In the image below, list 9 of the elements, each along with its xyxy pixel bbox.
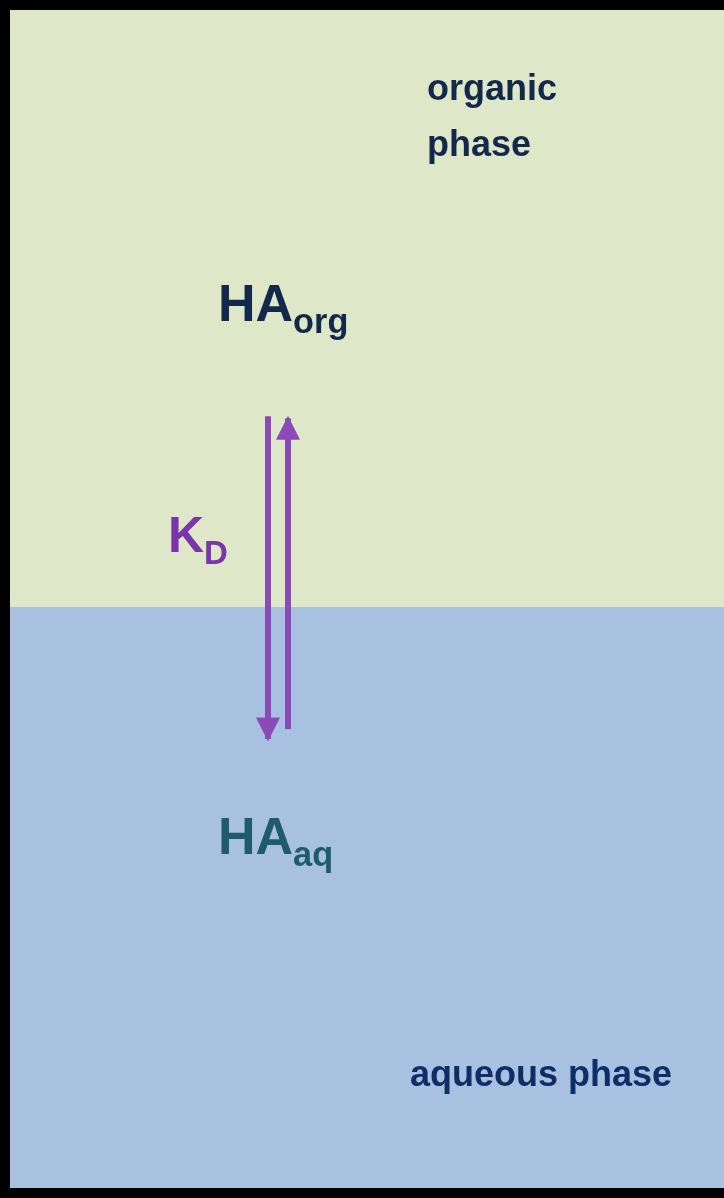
arrow (276, 415, 300, 729)
phase-region (10, 607, 724, 1188)
phase-region (10, 10, 724, 607)
phase-label: organic phase (427, 66, 559, 166)
equilibrium-constant: K$_{D}$ (168, 506, 228, 573)
species-label: HA$_{org}$ (218, 272, 349, 343)
arrow (256, 416, 280, 742)
phase-label: aqueous phase (410, 1052, 674, 1096)
species-label: HA$_{aq}$ (218, 805, 334, 876)
